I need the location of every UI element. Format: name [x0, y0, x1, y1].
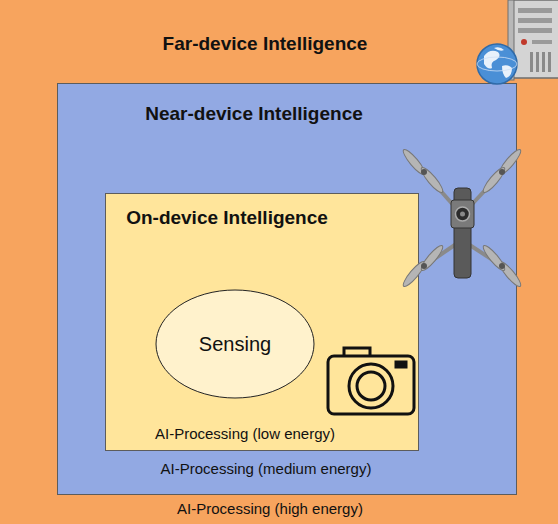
server-icon — [508, 0, 558, 80]
energy-label: AI-Processing (low energy) — [155, 425, 335, 443]
camera-icon — [328, 348, 414, 414]
ellipse-shape — [156, 290, 314, 398]
sensing-ellipse: Sensing — [155, 289, 315, 399]
energy-label: AI-Processing (high energy) — [177, 500, 363, 518]
region-title: Far-device Intelligence — [163, 33, 368, 56]
drone-icon — [401, 147, 524, 289]
globe-icon — [477, 44, 517, 84]
region-title: On-device Intelligence — [126, 207, 328, 230]
region-box: Near-device IntelligenceAI-Processing (m… — [57, 83, 517, 495]
region-box: On-device IntelligenceAI-Processing (low… — [105, 193, 419, 451]
sensing-label: Sensing — [199, 333, 271, 356]
energy-label: AI-Processing (medium energy) — [161, 460, 372, 478]
region-title: Near-device Intelligence — [145, 103, 363, 126]
